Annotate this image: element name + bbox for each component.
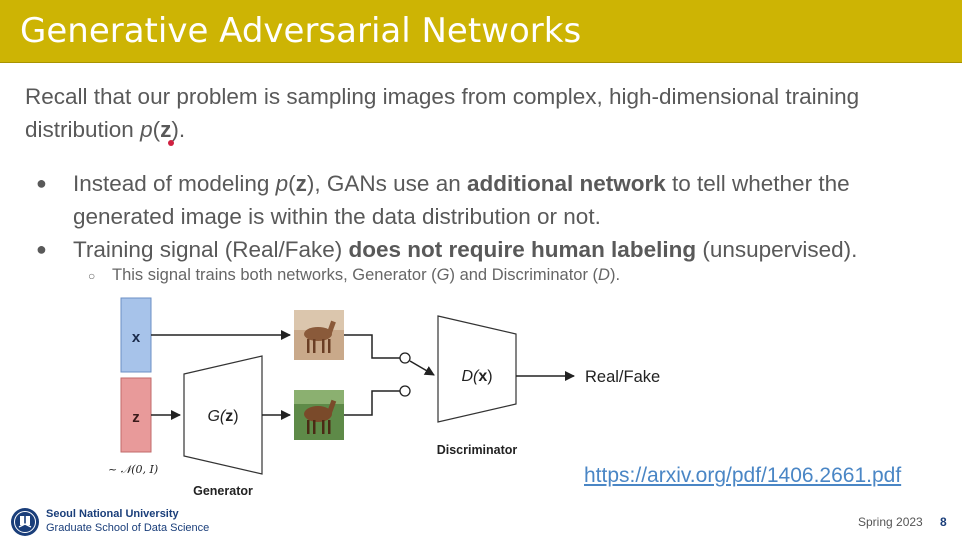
bullet-item: ● Training signal (Real/Fake) does not r…	[36, 233, 936, 266]
switch-node-fake	[399, 385, 411, 397]
z-input-box	[120, 377, 152, 453]
paper-link[interactable]: https://arxiv.org/pdf/1406.2661.pdf	[584, 464, 902, 487]
sub-bullet: ○This signal trains both networks, Gener…	[88, 266, 621, 284]
x-input-box	[120, 297, 152, 373]
bullet-dot-icon: ●	[36, 173, 47, 193]
footer-university: Seoul National University	[46, 508, 179, 520]
z-label: z	[132, 409, 140, 426]
page-number: 8	[940, 515, 947, 529]
footer-term: Spring 2023	[858, 515, 923, 529]
discriminator-function-label: D(x)	[461, 368, 492, 385]
real-horse-image	[294, 310, 344, 360]
bullet-dot-icon: ●	[36, 239, 47, 259]
intro-p: p	[140, 117, 153, 142]
title-bar: Generative Adversarial Networks	[0, 0, 962, 63]
generator-block	[183, 355, 263, 475]
discriminator-block	[437, 315, 517, 423]
bullet-item: ● Instead of modeling p(z), GANs use an …	[36, 167, 936, 233]
noise-label: ~ 𝒩(0, I)	[108, 463, 158, 476]
bullet-list: ● Instead of modeling p(z), GANs use an …	[36, 167, 936, 266]
generator-function-label: G(z)	[207, 408, 238, 425]
hollow-circle-icon: ○	[88, 269, 96, 283]
intro-line2-pre: distribution	[25, 117, 141, 142]
laser-pointer-dot	[168, 140, 174, 146]
footer-school: Graduate School of Data Science	[46, 522, 210, 534]
discriminator-caption: Discriminator	[437, 443, 518, 457]
intro-close: ).	[171, 117, 186, 142]
connector-real	[344, 334, 400, 359]
intro-z: z	[160, 117, 172, 142]
intro-text: Recall that our problem is sampling imag…	[25, 80, 945, 146]
snu-logo-icon	[11, 508, 39, 536]
x-label: x	[132, 329, 141, 346]
gan-diagram: x z ~ 𝒩(0, I) G(z) Generator	[108, 297, 660, 498]
generated-horse-image	[294, 390, 344, 440]
output-label: Real/Fake	[585, 368, 660, 386]
switch-node-real	[399, 352, 411, 364]
slide-title: Generative Adversarial Networks	[20, 11, 582, 51]
generator-caption: Generator	[193, 484, 253, 498]
intro-line1: Recall that our problem is sampling imag…	[25, 84, 860, 109]
intro-open: (	[152, 117, 161, 142]
switch-arrow	[409, 360, 435, 376]
connector-fake	[344, 390, 400, 416]
